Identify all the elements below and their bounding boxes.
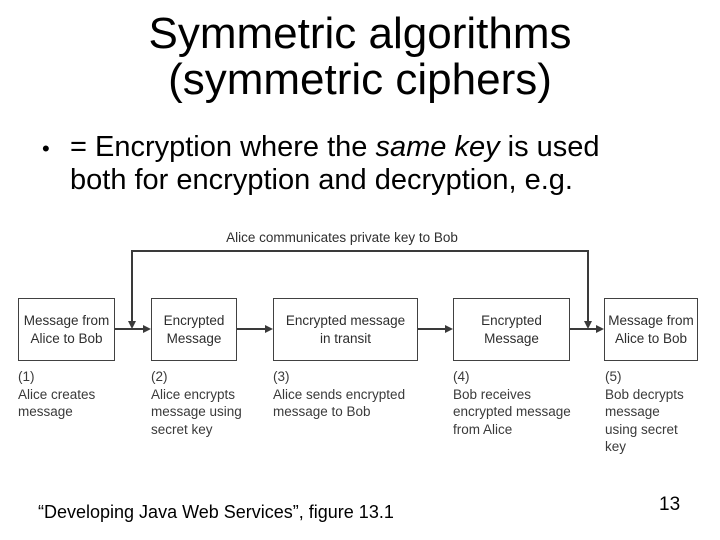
bullet-line-2: both for encryption and decryption, e.g. bbox=[70, 164, 573, 196]
arrowhead-right-icon bbox=[143, 324, 151, 333]
diagram-caption-3: (3) Alice sends encrypted message to Bob bbox=[273, 369, 406, 419]
diagram-caption-2: (2) Alice encrypts message using secret … bbox=[151, 369, 242, 437]
diagram-box-encrypted-message: Encrypted Message bbox=[151, 298, 237, 361]
arrowhead-right-icon bbox=[596, 324, 604, 333]
flow-arrow-2 bbox=[237, 328, 266, 330]
bullet-text-italic: same key bbox=[375, 131, 500, 163]
diagram-box-message-in-transit: Encrypted message in transit bbox=[273, 298, 418, 361]
key-exchange-line-left bbox=[131, 250, 133, 322]
diagram-box-encrypted-message-2: Encrypted Message bbox=[453, 298, 570, 361]
arrowhead-down-icon bbox=[584, 321, 592, 329]
arrowhead-right-icon bbox=[265, 324, 273, 333]
diagram-caption-4: (4) Bob receives encrypted message from … bbox=[453, 369, 571, 437]
key-exchange-line-right bbox=[587, 250, 589, 322]
arrowhead-down-icon bbox=[128, 321, 136, 329]
diagram-box-message-from-alice: Message from Alice to Bob bbox=[18, 298, 115, 361]
diagram-box-message-from-alice-2: Message from Alice to Bob bbox=[604, 298, 698, 361]
arrowhead-right-icon bbox=[445, 324, 453, 333]
flow-arrow-3 bbox=[418, 328, 446, 330]
flow-arrow-1 bbox=[115, 328, 144, 330]
diagram-caption-5: (5) Bob decrypts message using secret ke… bbox=[605, 369, 684, 454]
page-number: 13 bbox=[659, 494, 681, 515]
diagram-caption-1: (1) Alice creates message bbox=[18, 369, 96, 419]
slide-title: Symmetric algorithms (symmetric ciphers) bbox=[148, 9, 572, 104]
bullet-item: • = Encryption where the same key is use… bbox=[42, 131, 670, 197]
bullet-text-segment: = Encryption where the bbox=[70, 131, 376, 163]
key-exchange-line-horizontal bbox=[131, 250, 589, 252]
flow-arrow-4 bbox=[570, 328, 597, 330]
footer-citation: “Developing Java Web Services”, figure 1… bbox=[38, 502, 394, 522]
bullet-line-1: = Encryption where the same key is used bbox=[70, 131, 670, 164]
bullet-text-segment: is used bbox=[499, 131, 600, 163]
bullet-marker: • bbox=[42, 136, 50, 161]
key-exchange-label: Alice communicates private key to Bob bbox=[226, 230, 458, 245]
